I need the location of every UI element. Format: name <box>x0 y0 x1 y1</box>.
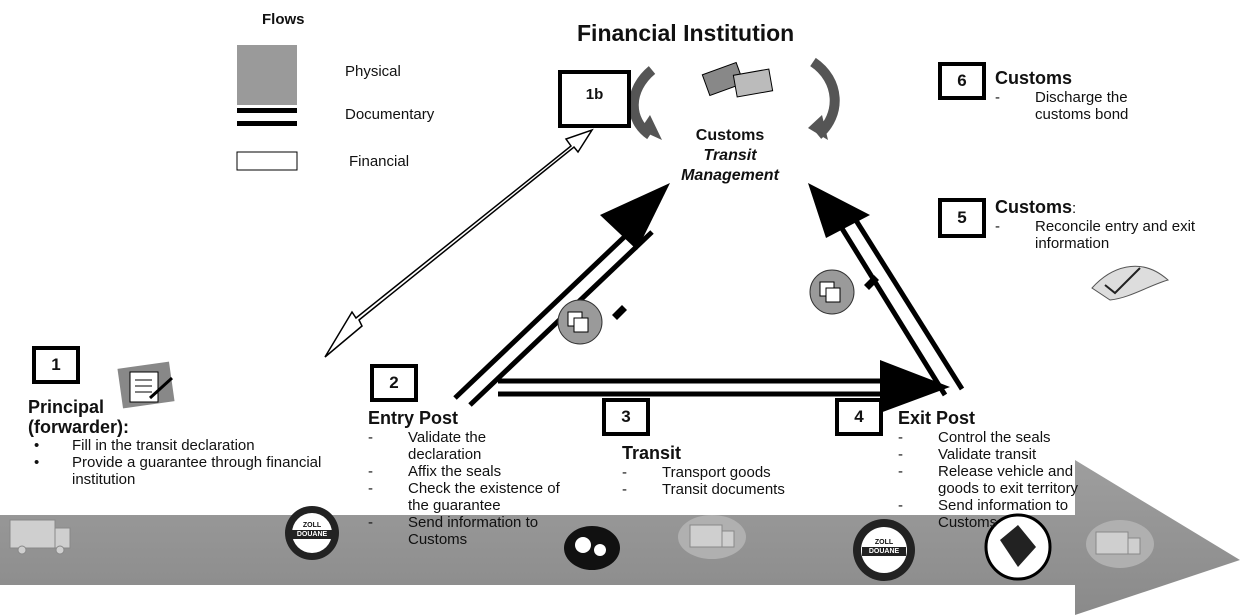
legend-physical-swatch <box>237 45 297 105</box>
legend-financial-swatch <box>236 151 298 171</box>
principal-list: Fill in the transit declaration Provide … <box>32 437 328 488</box>
list-item: Reconcile entry and exit information <box>995 218 1240 252</box>
truck-icon-3 <box>1086 520 1154 568</box>
legend-documentary-line-top <box>237 108 297 113</box>
customs-6-title: Customs <box>995 68 1073 88</box>
customs-5-colon: : <box>1072 200 1077 217</box>
step-box-3: 3 <box>602 398 650 436</box>
step-box-2: 2 <box>370 364 418 402</box>
legend-physical-label: Physical <box>345 63 401 80</box>
principal-title-line1: Principal <box>28 397 105 417</box>
entry-post-title: Entry Post <box>368 408 459 428</box>
customs-5-title: Customs <box>995 197 1073 217</box>
step-box-1b: 1b <box>558 70 631 128</box>
physical-flow-arrow <box>0 460 1240 615</box>
list-item: Transit documents <box>622 481 852 498</box>
list-item: Check the existence of the guarantee <box>368 480 578 514</box>
customs-transit-management-label: Customs Transit Management <box>655 126 805 186</box>
seal-icon-entry <box>564 526 620 570</box>
legend-documentary-label: Documentary <box>345 106 435 123</box>
step-box-1: 1 <box>32 346 80 384</box>
list-item: Transport goods <box>622 464 852 481</box>
truck-icon-2 <box>678 515 746 559</box>
customs-5-title-row: Customs: <box>995 197 1240 218</box>
list-item: Send information to Customs <box>368 514 578 548</box>
legend-financial-label: Financial <box>349 153 410 170</box>
list-item: Validate transit <box>898 446 1128 463</box>
computer-icon-entry <box>557 299 627 345</box>
customs-6-block: Customs Discharge the customs bond <box>995 68 1235 123</box>
entry-post-list: Validate the declaration Affix the seals… <box>368 429 583 548</box>
documentary-arrow-transit <box>498 360 950 413</box>
transit-block: Transit Transport goods Transit document… <box>622 443 852 498</box>
customs-6-list: Discharge the customs bond <box>995 89 1235 123</box>
checkmark-document-icon <box>1091 265 1170 301</box>
stamp-line2: DOUANE <box>292 530 332 539</box>
legend-title: Flows <box>262 11 305 28</box>
computer-icon-exit <box>809 269 879 315</box>
exit-post-title: Exit Post <box>898 408 976 428</box>
list-item: Release vehicle and goods to exit territ… <box>898 463 1113 497</box>
entry-post-block: Entry Post Validate the declaration Affi… <box>368 408 600 548</box>
list-item: Provide a guarantee through financial in… <box>32 454 328 488</box>
exit-post-block: Exit Post Control the seals Validate tra… <box>898 408 1128 531</box>
transit-list: Transport goods Transit documents <box>622 464 852 498</box>
list-item: Control the seals <box>898 429 1128 446</box>
ctm-line1: Customs <box>695 127 765 144</box>
list-item: Discharge the customs bond <box>995 89 1155 123</box>
stamp-line2: DOUANE <box>862 547 906 556</box>
ctm-line2: Transit <box>703 147 757 164</box>
list-item: Send information to Customs <box>898 497 1113 531</box>
truck-icon-1 <box>9 519 71 555</box>
customs-5-list: Reconcile entry and exit information <box>995 218 1240 252</box>
customs-5-block: Customs: Reconcile entry and exit inform… <box>995 197 1240 252</box>
stamp-line1: ZOLL <box>874 539 894 546</box>
principal-block: Principal (forwarder): Fill in the trans… <box>28 397 328 488</box>
list-item: Validate the declaration <box>368 429 518 463</box>
stamp-line1: ZOLL <box>302 522 322 529</box>
documentary-arrow-exit <box>808 183 965 397</box>
list-item: Affix the seals <box>368 463 583 480</box>
zoll-stamp-entry: ZOLL DOUANE <box>292 521 332 539</box>
seal-icon-exit <box>984 513 1052 581</box>
step-box-5: 5 <box>938 198 986 238</box>
financial-flow-arrow <box>324 128 594 358</box>
principal-title-line2: (forwarder): <box>28 417 130 437</box>
transit-title: Transit <box>622 443 682 463</box>
zoll-stamp-exit: ZOLL DOUANE <box>862 538 906 556</box>
declaration-document-icon <box>117 361 175 409</box>
step-box-4: 4 <box>835 398 883 436</box>
legend-documentary-line-bottom <box>237 121 297 126</box>
list-item: Fill in the transit declaration <box>32 437 328 454</box>
exit-post-list: Control the seals Validate transit Relea… <box>898 429 1128 531</box>
financial-institution-title: Financial Institution <box>577 20 795 46</box>
ctm-line3: Management <box>681 167 779 184</box>
step-box-6: 6 <box>938 62 986 100</box>
money-exchange-icon <box>701 61 774 98</box>
